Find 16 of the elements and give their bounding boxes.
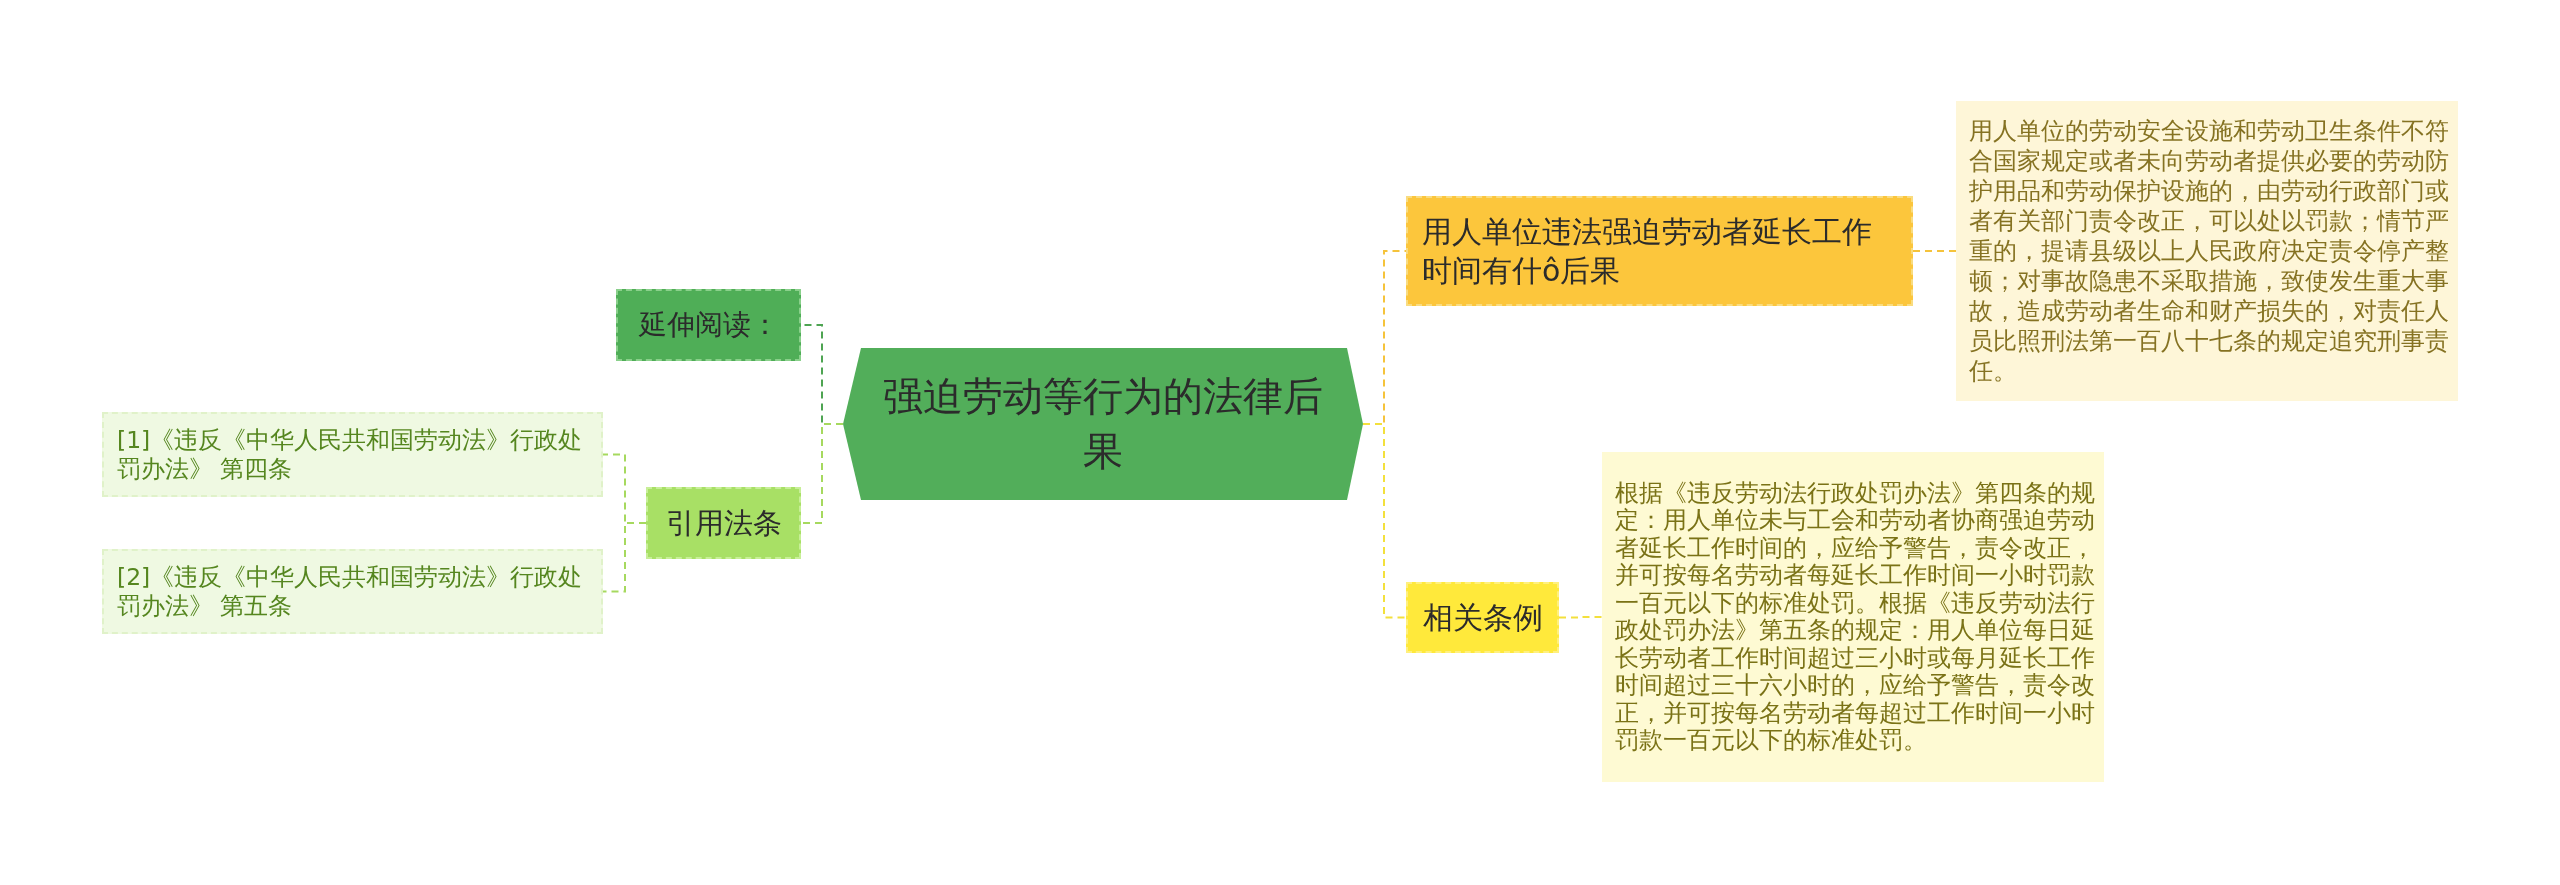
connector-line [1383, 250, 1407, 424]
reference-box: [2]《违反《中华人民共和国劳动法》行政处罚办法》 第五条 [102, 549, 603, 634]
connector-line [1912, 250, 1957, 252]
note-box: 用人单位的劳动安全设施和劳动卫生条件不符合国家规定或者未向劳动者提供必要的劳动防护用品和劳动保护设施的，由劳动行政部门或者有关部门责令改正，可以处以罚款；情节严重的，提请县级以上人民政府决定责令停产整顿；对事故隐患不采取措施，致使发生重大事故，造成劳动者生命和财产损失的，对责任人员比照刑法第一百八十七条的规定追究刑事责任。 [1956, 101, 2458, 401]
central-topic: 强迫劳动等行为的法律后果 [843, 348, 1363, 500]
connector-line [800, 423, 844, 524]
topic-box: 引用法条 [646, 487, 801, 559]
note-box: 根据《违反劳动法行政处罚办法》第四条的规定：用人单位未与工会和劳动者协商强迫劳动者延长工作时间的，应给予警告，责令改正，并可按每名劳动者每延长工作时间一小时罚款一百元以下的标准处罚。根据《违反劳动法行政处罚办法》第五条的规定：用人单位每日延长劳动者工作时间超过三小时或每月延长工作时间超过三十六小时的，应给予警告，责令改正，并可按每名劳动者每超过工作时间一小时罚款一百元以下的标准处罚。 [1602, 452, 2104, 782]
connector-line [602, 522, 647, 593]
topic-box: 用人单位违法强迫劳动者延长工作时间有什ô后果 [1406, 196, 1913, 306]
connector-line [602, 453, 626, 523]
connector-line [1362, 423, 1407, 619]
connector-line [1558, 616, 1603, 619]
reference-box: [1]《违反《中华人民共和国劳动法》行政处罚办法》 第四条 [102, 412, 603, 497]
topic-box: 相关条例 [1406, 582, 1559, 653]
topic-box: 延伸阅读： [616, 289, 801, 361]
